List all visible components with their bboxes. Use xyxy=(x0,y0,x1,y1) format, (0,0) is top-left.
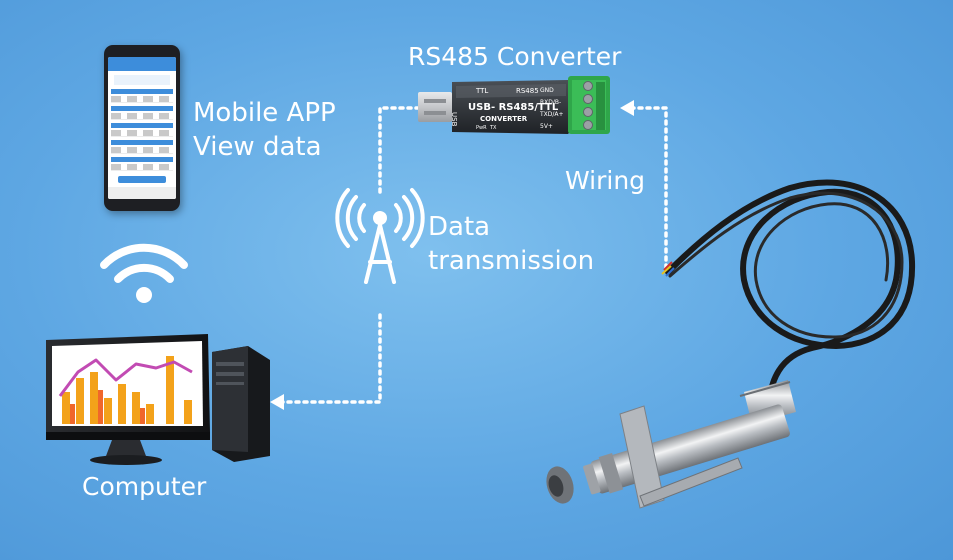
data-transmission-line2: transmission xyxy=(428,246,595,276)
computer-label: Computer xyxy=(82,472,207,501)
data-transmission-line1: Data xyxy=(428,212,491,242)
wire-ends xyxy=(661,261,675,277)
data-link-up xyxy=(378,106,420,194)
usb-plug xyxy=(418,92,452,122)
phone-screen xyxy=(108,57,176,199)
monitor-chart-line xyxy=(58,358,193,397)
mobile-app-label-line1: Mobile APP xyxy=(193,98,336,128)
monitor-chart-bars-alt xyxy=(70,390,145,424)
sensor-cable xyxy=(665,179,916,413)
converter-label: RS485 Converter xyxy=(408,42,622,71)
mobile-app-label-line2: View data xyxy=(193,132,322,162)
arrow-to-computer xyxy=(270,394,284,410)
wiring-label: Wiring xyxy=(565,166,646,195)
monitor-chart-bars xyxy=(62,356,192,424)
antenna-icon xyxy=(335,188,425,284)
mobile-phone xyxy=(104,45,180,211)
mobile-app-label: Mobile APP View data xyxy=(193,96,336,164)
ir-sensor xyxy=(546,380,796,509)
computer-monitor xyxy=(46,334,210,465)
data-link-down xyxy=(280,313,382,404)
wifi-icon xyxy=(100,243,188,303)
computer-tower xyxy=(212,346,270,462)
usb-converter xyxy=(418,76,610,134)
wiring-link xyxy=(630,106,668,270)
data-transmission-label: Data transmission xyxy=(428,210,594,278)
arrow-to-converter xyxy=(620,100,634,116)
